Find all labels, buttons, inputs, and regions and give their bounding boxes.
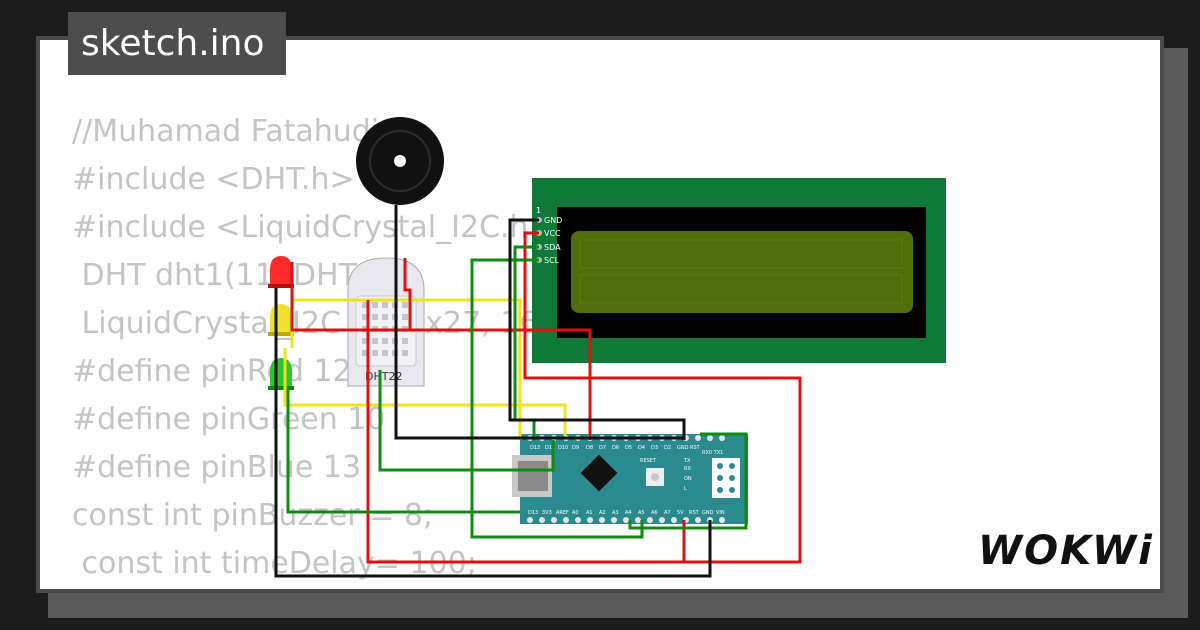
nano-pin-label: VIN bbox=[716, 510, 725, 516]
wire-red bbox=[290, 262, 592, 440]
nano-pin-label: D2 bbox=[664, 445, 671, 451]
nano-pin-label: A6 bbox=[651, 510, 658, 516]
nano-pin-label: AREF bbox=[556, 510, 569, 516]
wokwi-logo: WOKWi bbox=[978, 528, 1154, 574]
wire-green bbox=[286, 388, 520, 514]
code-line: #include <DHT.h> bbox=[72, 162, 355, 197]
nano-pin-label: A0 bbox=[572, 510, 579, 516]
dht-label: DHT22 bbox=[365, 370, 402, 383]
nano-pin-label: 5V bbox=[677, 510, 684, 516]
nano-pin-label: A7 bbox=[664, 510, 671, 516]
led-yellow[interactable] bbox=[268, 304, 294, 336]
nano-l-label: L bbox=[684, 486, 687, 492]
lcd-pin-gnd: GND bbox=[544, 216, 562, 225]
wire-red bbox=[403, 258, 412, 330]
nano-pin-label: GND bbox=[677, 445, 689, 451]
nano-reset-label: RESET bbox=[640, 458, 657, 464]
nano-pin-label: D11 bbox=[545, 445, 555, 451]
nano-pin-label: A2 bbox=[599, 510, 606, 516]
lcd-pin-scl: SCL bbox=[544, 256, 560, 265]
nano-tx-label: TX bbox=[683, 458, 691, 464]
nano-rx0tx1-label: RX0 TX1 bbox=[702, 450, 723, 456]
nano-pin-label: RST bbox=[689, 510, 700, 516]
wires bbox=[274, 205, 802, 578]
nano-pin-label: RST bbox=[690, 445, 701, 451]
nano-pin-label: D13 bbox=[528, 510, 538, 516]
file-tab[interactable]: sketch.ino bbox=[68, 12, 286, 75]
wire-black bbox=[394, 205, 684, 440]
nano-pin-label: D10 bbox=[558, 445, 568, 451]
code-line: const int pinBuzzer = 8; bbox=[72, 498, 434, 533]
nano-pin-label: D6 bbox=[612, 445, 619, 451]
lcd-pin-vcc: VCC bbox=[544, 229, 561, 238]
code-line: #include <LiquidCrystal_I2C.h> bbox=[72, 210, 554, 245]
arduino-nano[interactable]: D12 D11 D10 D9 D8 D7 D6 D5 D4 D3 D2 GND … bbox=[512, 434, 748, 524]
led-green[interactable] bbox=[268, 358, 294, 390]
buzzer[interactable] bbox=[356, 117, 444, 205]
nano-pin-label: D8 bbox=[586, 445, 593, 451]
nano-pin-label: A1 bbox=[586, 510, 593, 516]
nano-pin-label: A4 bbox=[625, 510, 632, 516]
code-line: #define pinBlue 13 bbox=[72, 450, 362, 485]
wire-black bbox=[508, 218, 686, 440]
wire-yellow bbox=[283, 348, 567, 440]
code-line: #define pinGreen 10 bbox=[72, 402, 386, 437]
nano-pin-label: A3 bbox=[612, 510, 619, 516]
nano-on-label: ON bbox=[684, 476, 692, 482]
dht22-sensor[interactable]: DHT22 bbox=[347, 257, 425, 387]
wire-green bbox=[470, 258, 644, 539]
nano-pin-label: D4 bbox=[638, 445, 645, 451]
wire-red bbox=[366, 300, 684, 564]
nano-pin-label: D7 bbox=[599, 445, 606, 451]
wire-green bbox=[378, 370, 555, 472]
nano-pin-label: 3V3 bbox=[542, 510, 552, 516]
wire-green bbox=[628, 432, 748, 530]
nano-pin-label: D5 bbox=[625, 445, 632, 451]
nano-pin-label: D3 bbox=[651, 445, 658, 451]
nano-pin-label: GND bbox=[702, 510, 714, 516]
lcd-pin1-label: 1 bbox=[536, 206, 541, 215]
wire-black bbox=[274, 288, 712, 578]
nano-rx-label: RX bbox=[684, 466, 691, 472]
lcd-module[interactable]: 1 GND VCC SDA SCL bbox=[532, 178, 946, 363]
nano-pin-label: A5 bbox=[638, 510, 645, 516]
lcd-pin-sda: SDA bbox=[544, 243, 561, 252]
nano-pin-label: D9 bbox=[572, 445, 579, 451]
nano-pin-label: D12 bbox=[530, 445, 540, 451]
led-red[interactable] bbox=[268, 256, 294, 288]
